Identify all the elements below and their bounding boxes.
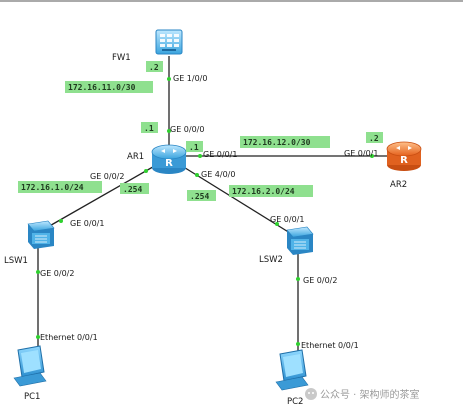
fw1-device[interactable] [155, 29, 183, 55]
ar2-label: AR2 [390, 180, 407, 190]
ip-tag-ar1-to-lsw2: .254 [187, 190, 216, 201]
ip-tag-ar1-to-ar2: .1 [186, 141, 203, 152]
port-dot-fw1 [167, 77, 171, 81]
ar1-label: AR1 [127, 152, 144, 162]
svg-text:.2: .2 [369, 134, 379, 143]
ip-tag-fw1-host: .2 [146, 61, 163, 72]
port-label-fw1-ge100: GE 1/0/0 [173, 74, 207, 83]
port-label-ar2-ge001: GE 0/0/1 [344, 149, 378, 158]
svg-text:172.16.1.0/24: 172.16.1.0/24 [21, 183, 84, 192]
ar2-device[interactable]: R [386, 141, 422, 171]
link-ar1-lsw1[interactable] [45, 163, 159, 229]
port-dot-ar1-ge000 [167, 129, 171, 133]
port-dot-pc1 [36, 335, 40, 339]
lsw1-label: LSW1 [4, 256, 28, 266]
port-label-lsw1-ge001: GE 0/0/1 [70, 219, 104, 228]
ar1-device[interactable]: R [151, 144, 187, 174]
svg-text:.254: .254 [123, 185, 142, 194]
port-dot-lsw2-ge001 [275, 222, 279, 226]
pc1-device[interactable] [13, 345, 47, 387]
svg-text:.2: .2 [149, 63, 159, 72]
port-dot-ar2 [370, 154, 374, 158]
watermark: 公众号 · 架构师的茶室 [305, 388, 420, 401]
port-dot-ar1-ge001 [198, 154, 202, 158]
svg-text:.1: .1 [144, 124, 154, 133]
port-label-ar1-ge400: GE 4/0/0 [201, 170, 235, 179]
ip-tag-net-fw-ar1: 172.16.11.0/30 [65, 81, 153, 93]
port-label-lsw2-ge001: GE 0/0/1 [270, 215, 304, 224]
lsw2-label: LSW2 [259, 255, 283, 265]
lsw2-device[interactable] [286, 226, 314, 255]
port-dot-ar1-ge002 [144, 169, 148, 173]
port-label-ar1-ge001: GE 0/0/1 [203, 150, 237, 159]
svg-text:172.16.2.0/24: 172.16.2.0/24 [232, 187, 295, 196]
port-dot-lsw1-ge002 [36, 270, 40, 274]
ip-tag-ar2-host: .2 [366, 132, 383, 143]
svg-text:R: R [400, 155, 408, 166]
pc2-label: PC2 [287, 397, 303, 407]
ip-tag-net-lsw2: 172.16.2.0/24 [229, 185, 313, 197]
svg-text:172.16.12.0/30: 172.16.12.0/30 [243, 138, 311, 147]
port-dot-lsw2-ge002 [296, 277, 300, 281]
ip-tag-ar1-to-lsw1: .254 [120, 183, 149, 194]
ip-tag-net-lsw1: 172.16.1.0/24 [18, 181, 102, 193]
port-dot-ar1-ge400 [195, 173, 199, 177]
port-label-pc2-eth: Ethernet 0/0/1 [301, 341, 359, 350]
svg-text:.254: .254 [190, 192, 209, 201]
pc1-label: PC1 [24, 392, 40, 402]
lsw1-device[interactable] [27, 220, 55, 249]
pc2-device[interactable] [275, 349, 309, 391]
ip-tag-net-ar1-ar2: 172.16.12.0/30 [240, 136, 330, 148]
svg-text:R: R [165, 158, 173, 169]
port-label-pc1-eth: Ethernet 0/0/1 [40, 333, 98, 342]
port-dot-pc2 [296, 342, 300, 346]
ip-tag-ar1-to-fw: .1 [141, 122, 158, 133]
watermark-text: 公众号 · 架构师的茶室 [320, 388, 420, 401]
svg-text:172.16.11.0/30: 172.16.11.0/30 [68, 83, 136, 92]
fw1-label: FW1 [112, 53, 131, 63]
port-label-lsw1-ge002: GE 0/0/2 [40, 269, 74, 278]
port-label-lsw2-ge002: GE 0/0/2 [303, 276, 337, 285]
link-ar1-lsw2[interactable] [181, 165, 291, 234]
port-dot-lsw1-ge001 [59, 219, 63, 223]
port-label-ar1-ge000: GE 0/0/0 [170, 125, 204, 134]
svg-text:.1: .1 [189, 143, 199, 152]
port-label-ar1-ge002: GE 0/0/2 [90, 172, 124, 181]
